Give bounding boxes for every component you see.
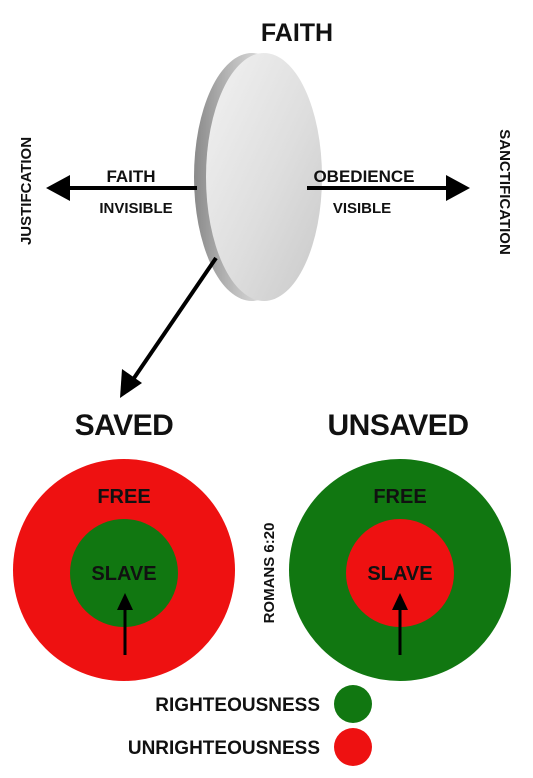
legend-item-righteousness: RIGHTEOUSNESS [155, 685, 372, 723]
legend-item-unrighteousness: UNRIGHTEOUSNESS [128, 728, 372, 766]
legend-label: RIGHTEOUSNESS [155, 695, 320, 716]
faith-disc [194, 53, 322, 301]
faith-title: FAITH [261, 19, 333, 47]
romans-reference: ROMANS 6:20 [261, 523, 278, 624]
legend-swatch [334, 728, 372, 766]
saved-slave-label: SLAVE [91, 563, 156, 585]
unsaved-rings: FREE SLAVE [289, 459, 511, 681]
saved-inner-circle [70, 519, 178, 627]
left-upper-label: FAITH [106, 167, 155, 186]
saved-free-label: FREE [97, 486, 150, 508]
right-lower-label: VISIBLE [333, 200, 391, 217]
disc-face [206, 53, 322, 301]
legend: RIGHTEOUSNESS UNRIGHTEOUSNESS [128, 685, 372, 766]
left-arrow [46, 175, 197, 201]
right-upper-label: OBEDIENCE [313, 167, 414, 186]
unsaved-up-arrow [392, 593, 408, 655]
right-arrow [307, 175, 470, 201]
unsaved-inner-circle [346, 519, 454, 627]
legend-swatch [334, 685, 372, 723]
unsaved-free-label: FREE [373, 486, 426, 508]
unsaved-slave-label: SLAVE [367, 563, 432, 585]
saved-rings: FREE SLAVE [13, 459, 235, 681]
legend-label: UNRIGHTEOUSNESS [128, 738, 320, 759]
saved-up-arrow [117, 593, 133, 655]
sanctification-label: SANCTIFICATION [496, 129, 513, 255]
saved-heading: SAVED [75, 409, 174, 442]
justification-label: JUSTIFCATION [18, 137, 35, 245]
left-lower-label: INVISIBLE [99, 200, 172, 217]
saved-arrow [120, 256, 218, 398]
unsaved-heading: UNSAVED [328, 409, 469, 442]
